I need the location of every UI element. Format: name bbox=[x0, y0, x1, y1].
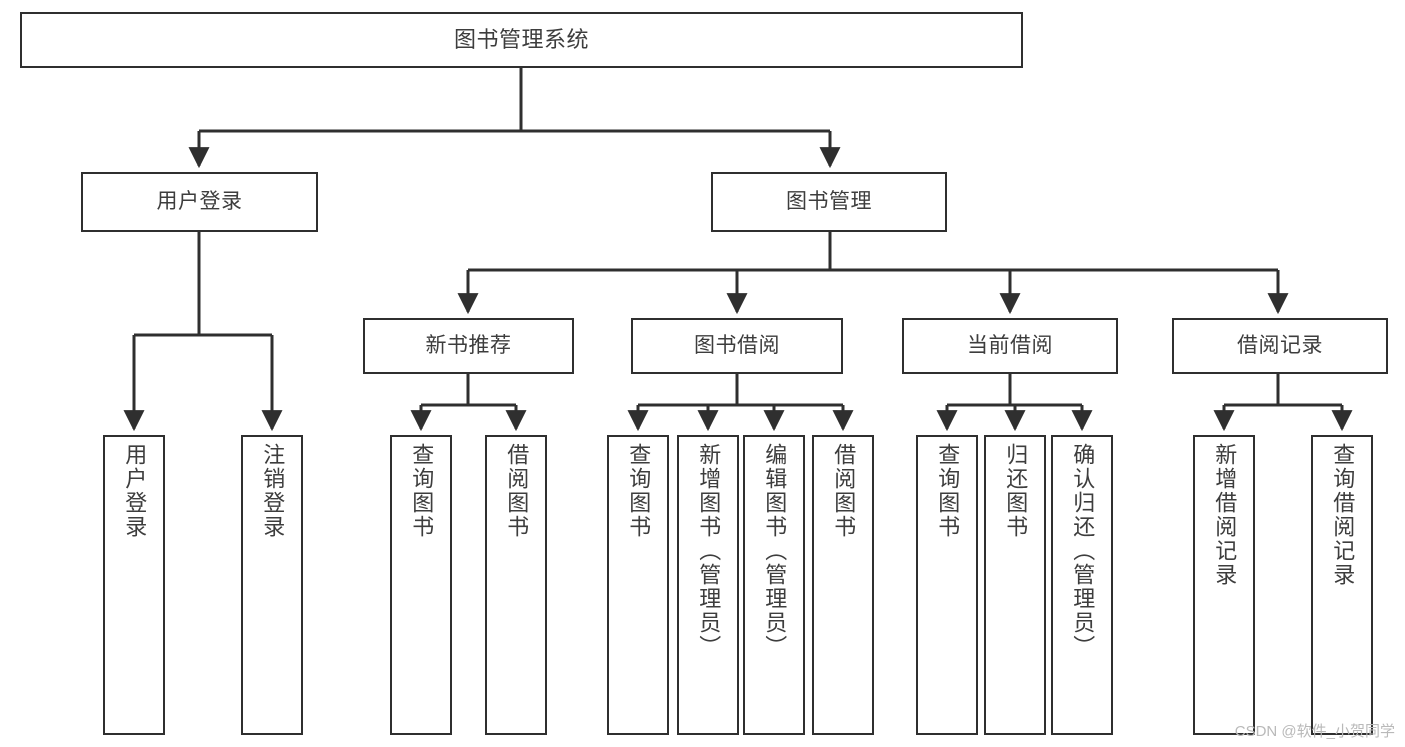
node-leaf-query-book-1-label: 查询图书 bbox=[409, 443, 435, 539]
node-leaf-add-record[interactable]: 新增借阅记录 bbox=[1193, 435, 1255, 735]
node-leaf-add-book-label: 新增图书（管理员） bbox=[696, 443, 722, 659]
node-book-borrow-label: 图书借阅 bbox=[694, 333, 780, 357]
node-leaf-query-record[interactable]: 查询借阅记录 bbox=[1311, 435, 1373, 735]
node-book-manage-label: 图书管理 bbox=[786, 189, 872, 213]
node-leaf-query-book-3-label: 查询图书 bbox=[935, 443, 961, 539]
node-new-book-recommend[interactable]: 新书推荐 bbox=[363, 318, 574, 374]
node-current-borrow[interactable]: 当前借阅 bbox=[902, 318, 1118, 374]
node-leaf-query-book-2[interactable]: 查询图书 bbox=[607, 435, 669, 735]
node-book-manage[interactable]: 图书管理 bbox=[711, 172, 947, 232]
node-leaf-add-book[interactable]: 新增图书（管理员） bbox=[677, 435, 739, 735]
node-root[interactable]: 图书管理系统 bbox=[20, 12, 1023, 68]
node-leaf-logout-login-label: 注销登录 bbox=[260, 443, 286, 539]
node-current-borrow-label: 当前借阅 bbox=[967, 333, 1053, 357]
node-leaf-borrow-book-2-label: 借阅图书 bbox=[831, 443, 857, 539]
node-leaf-user-login[interactable]: 用户登录 bbox=[103, 435, 165, 735]
node-leaf-logout-login[interactable]: 注销登录 bbox=[241, 435, 303, 735]
node-leaf-borrow-book-1[interactable]: 借阅图书 bbox=[485, 435, 547, 735]
node-book-borrow[interactable]: 图书借阅 bbox=[631, 318, 843, 374]
node-leaf-return-book-label: 归还图书 bbox=[1003, 443, 1029, 539]
node-leaf-borrow-book-2[interactable]: 借阅图书 bbox=[812, 435, 874, 735]
node-leaf-query-book-3[interactable]: 查询图书 bbox=[916, 435, 978, 735]
node-leaf-query-record-label: 查询借阅记录 bbox=[1330, 443, 1356, 587]
node-leaf-user-login-label: 用户登录 bbox=[122, 443, 148, 539]
node-leaf-edit-book[interactable]: 编辑图书（管理员） bbox=[743, 435, 805, 735]
node-leaf-edit-book-label: 编辑图书（管理员） bbox=[762, 443, 788, 659]
node-new-book-recommend-label: 新书推荐 bbox=[425, 333, 512, 357]
node-leaf-query-book-1[interactable]: 查询图书 bbox=[390, 435, 452, 735]
node-borrow-record[interactable]: 借阅记录 bbox=[1172, 318, 1388, 374]
node-leaf-borrow-book-1-label: 借阅图书 bbox=[504, 443, 530, 539]
node-leaf-confirm-return-label: 确认归还（管理员） bbox=[1070, 443, 1096, 659]
watermark: CSDN @软件_小贺同学 bbox=[1234, 723, 1395, 740]
node-user-login-label: 用户登录 bbox=[156, 189, 243, 213]
node-borrow-record-label: 借阅记录 bbox=[1237, 333, 1323, 357]
node-leaf-return-book[interactable]: 归还图书 bbox=[984, 435, 1046, 735]
node-user-login[interactable]: 用户登录 bbox=[81, 172, 318, 232]
node-leaf-confirm-return[interactable]: 确认归还（管理员） bbox=[1051, 435, 1113, 735]
node-leaf-add-record-label: 新增借阅记录 bbox=[1212, 443, 1238, 587]
node-root-label: 图书管理系统 bbox=[453, 27, 589, 53]
node-leaf-query-book-2-label: 查询图书 bbox=[626, 443, 652, 539]
